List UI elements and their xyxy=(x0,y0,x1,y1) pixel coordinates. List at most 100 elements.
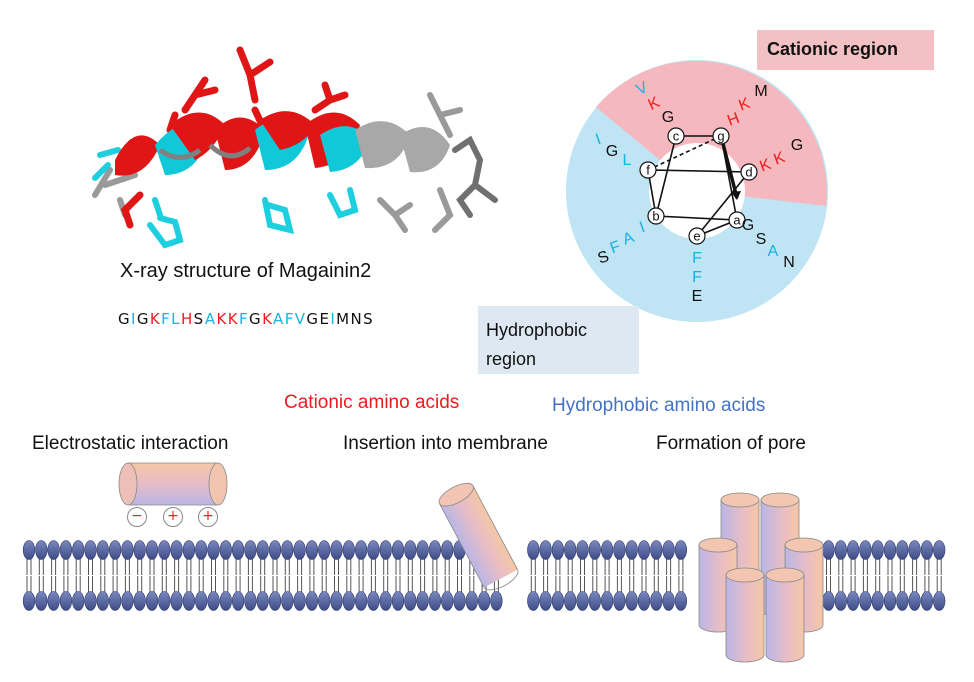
wheel-position-label: a xyxy=(733,213,741,228)
lipid-head xyxy=(318,591,331,611)
helix-structure-image xyxy=(92,46,498,249)
charge-positive: + xyxy=(198,507,218,527)
lipid-head xyxy=(268,591,282,611)
lipid-tail xyxy=(653,559,659,575)
lipid-head xyxy=(600,540,614,560)
wheel-position-node xyxy=(712,127,730,145)
lipid-head xyxy=(859,540,872,560)
lipid-tail xyxy=(297,576,303,592)
pore-assembly xyxy=(698,492,824,663)
lipid-head xyxy=(35,591,48,611)
lipid-tail xyxy=(899,559,905,575)
lipid-tail xyxy=(198,576,204,592)
lipid-head xyxy=(108,540,122,560)
wheel-residue: F xyxy=(692,250,702,267)
lipid-head xyxy=(650,540,663,560)
lipid-head xyxy=(219,591,232,611)
lipid-tail xyxy=(124,576,130,592)
lipid-tail xyxy=(875,559,881,575)
lipid-tail xyxy=(247,559,253,575)
lipid-head xyxy=(625,591,638,611)
lipid-head xyxy=(268,540,282,560)
lipid-head xyxy=(551,591,565,611)
lipid-head xyxy=(207,540,220,560)
lipid-tail xyxy=(395,559,401,575)
lipid-tail xyxy=(592,559,598,575)
lipid-tail xyxy=(616,559,622,575)
lipid-tail xyxy=(174,559,180,575)
lipid-head xyxy=(391,540,405,560)
lipid-tail xyxy=(63,559,69,575)
lipid-head xyxy=(920,591,934,611)
lipid-tail xyxy=(75,576,81,592)
lipid-head xyxy=(453,591,466,611)
lipid-tail xyxy=(272,576,278,592)
lipid-head xyxy=(674,540,688,560)
lipid-tail xyxy=(838,576,844,592)
lipid-tail xyxy=(51,576,57,592)
wheel-residue: E xyxy=(692,288,703,305)
lipid-head xyxy=(908,591,921,611)
sequence-residue: I xyxy=(330,310,337,328)
lipid-head xyxy=(908,540,921,560)
lipid-tail xyxy=(38,559,44,575)
pore-peptide-cylinder xyxy=(725,567,765,663)
lipid-head xyxy=(625,540,638,560)
lipid-tail xyxy=(862,559,868,575)
lipid-tail xyxy=(629,576,635,592)
lipid-tail xyxy=(826,576,831,592)
lipid-tail xyxy=(469,576,475,592)
lipid-tail xyxy=(284,576,290,592)
lipid-head xyxy=(195,540,208,560)
lipid-head xyxy=(576,540,589,560)
wheel-position-node xyxy=(740,163,758,181)
lipid-head xyxy=(564,591,577,611)
sequence-residue: N xyxy=(350,310,364,328)
wheel-residue: G xyxy=(606,143,618,160)
lipid-head xyxy=(650,591,663,611)
sequence-residue: M xyxy=(336,310,351,328)
lipid-tail xyxy=(887,576,893,592)
lipid-tail xyxy=(161,576,167,592)
lipid-head xyxy=(244,540,257,560)
lipid-head xyxy=(859,591,872,611)
lipid-tail xyxy=(678,576,684,592)
sequence-residue: F xyxy=(284,310,295,328)
wheel-position-label: b xyxy=(652,209,659,224)
sequence-residue: G xyxy=(118,310,132,328)
wheel-residue: L xyxy=(623,152,632,169)
lipid-tail xyxy=(235,559,241,575)
lipid-tail xyxy=(223,576,229,592)
lipid-head xyxy=(47,591,60,611)
lipid-head xyxy=(158,540,171,560)
lipid-head xyxy=(96,591,109,611)
sequence-residue: F xyxy=(161,310,172,328)
lipid-tail xyxy=(653,576,659,592)
lipid-head xyxy=(72,540,85,560)
lipid-tail xyxy=(457,559,462,575)
wheel-position-label: g xyxy=(717,129,724,144)
lipid-tail xyxy=(186,559,192,575)
lipid-tail xyxy=(838,559,844,575)
sequence-residue: V xyxy=(294,310,307,328)
lipid-tail xyxy=(26,576,32,592)
lipid-tail xyxy=(678,559,684,575)
step-electrostatic-heading: Electrostatic interaction xyxy=(32,433,229,454)
cationic-region-label-box xyxy=(757,30,934,70)
lipid-head xyxy=(84,591,97,611)
lipid-head xyxy=(379,591,392,611)
lipid-head xyxy=(600,591,614,611)
lipid-head xyxy=(588,591,601,611)
sequence-residue: A xyxy=(273,310,285,328)
lipid-tail xyxy=(309,576,315,592)
lipid-head xyxy=(22,540,36,560)
lipid-tail xyxy=(284,559,290,575)
lipid-tail xyxy=(63,576,69,592)
wheel-residue: I xyxy=(593,131,603,148)
lipid-head xyxy=(133,591,146,611)
lipid-head xyxy=(933,540,946,560)
wheel-residue: A xyxy=(768,243,779,260)
lipid-head xyxy=(59,540,73,560)
lipid-tail xyxy=(211,576,216,592)
lipid-tail xyxy=(444,559,450,575)
